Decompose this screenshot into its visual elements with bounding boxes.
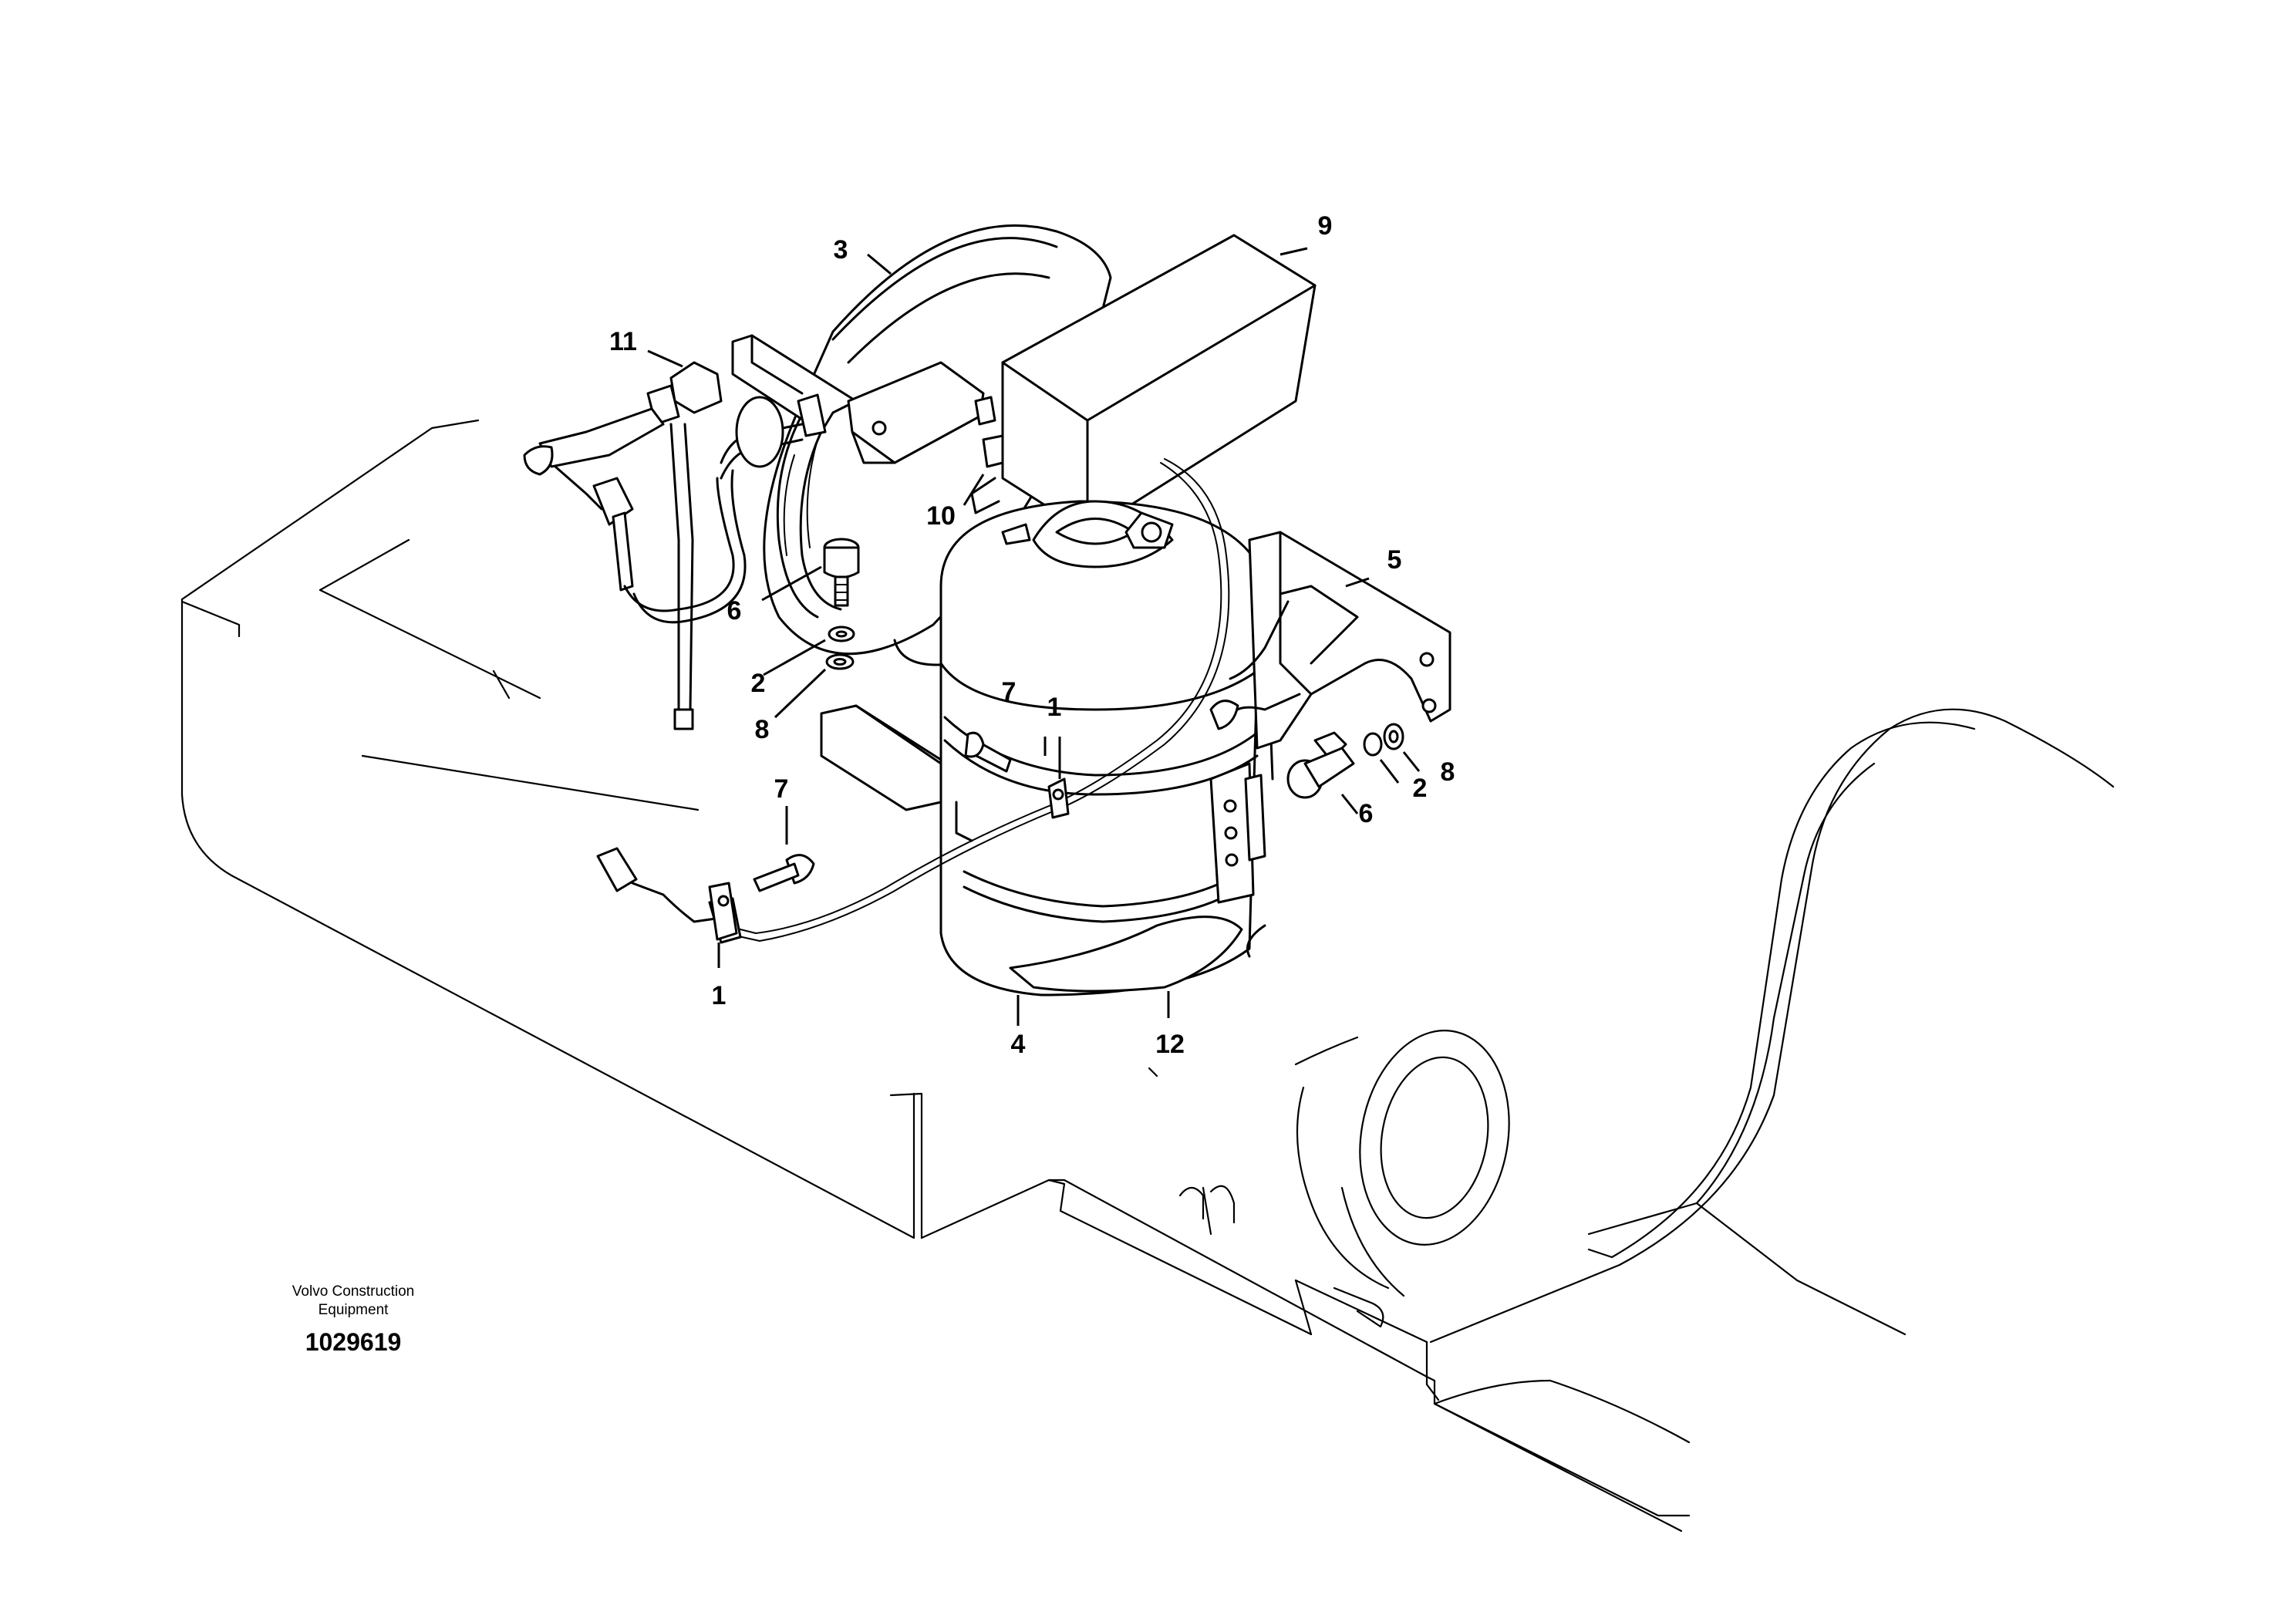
callout-10: 10 bbox=[926, 501, 956, 531]
callout-8-right: 8 bbox=[1441, 757, 1455, 787]
callout-6-left: 6 bbox=[727, 596, 742, 626]
fasteners bbox=[708, 523, 1404, 941]
drawing-number: 1029619 bbox=[305, 1328, 402, 1356]
drawing-footer: Volvo Construction Equipment 1029619 bbox=[292, 1283, 414, 1356]
brand-line-1: Volvo Construction bbox=[292, 1283, 414, 1300]
callout-leaders bbox=[647, 247, 1421, 1026]
callout-2-right: 2 bbox=[1413, 774, 1428, 803]
brand-line-2: Equipment bbox=[319, 1302, 389, 1318]
callout-1-upper: 1 bbox=[1047, 693, 1062, 722]
callout-9: 9 bbox=[1318, 211, 1333, 241]
callout-3: 3 bbox=[834, 235, 848, 265]
callout-labels: 9 3 11 10 5 6 2 8 7 1 7 1 8 2 6 4 12 bbox=[609, 211, 1455, 1059]
callout-5: 5 bbox=[1387, 545, 1402, 575]
reel-bracket bbox=[731, 334, 996, 464]
callout-7-upper: 7 bbox=[1002, 677, 1017, 706]
callout-11: 11 bbox=[609, 327, 637, 356]
callout-8-left: 8 bbox=[755, 715, 770, 744]
callout-7-lower: 7 bbox=[774, 774, 789, 804]
callout-12: 12 bbox=[1155, 1030, 1185, 1059]
machine-frame-background bbox=[180, 419, 2115, 1533]
callout-4: 4 bbox=[1011, 1030, 1026, 1059]
mounting-bracket bbox=[1209, 531, 1451, 750]
filter-housing bbox=[939, 500, 1274, 996]
base-plate bbox=[820, 704, 973, 842]
callout-6-right: 6 bbox=[1359, 799, 1374, 828]
callout-2-left: 2 bbox=[751, 669, 766, 698]
control-box bbox=[970, 234, 1317, 534]
callout-1-lower: 1 bbox=[712, 981, 727, 1010]
hose-nozzle bbox=[523, 361, 804, 730]
